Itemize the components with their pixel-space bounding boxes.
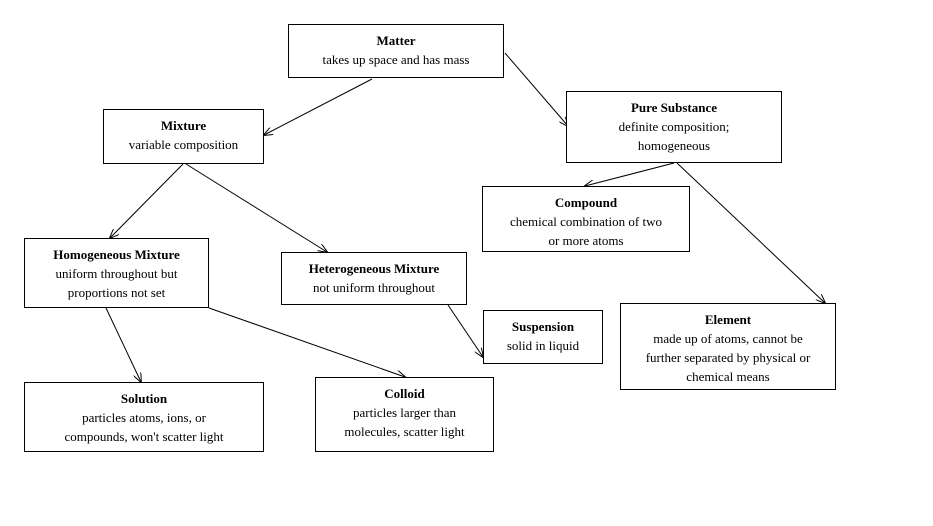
edge-pure-compound	[585, 162, 675, 186]
solution-description-line2: compounds, won't scatter light	[64, 429, 224, 444]
homogeneous-mixture-description-line1: uniform throughout but	[55, 266, 178, 281]
colloid-description-line2: molecules, scatter light	[344, 424, 465, 439]
suspension-node: Suspension solid in liquid	[483, 310, 603, 364]
mixture-node: Mixture variable composition	[103, 109, 264, 164]
colloid-title: Colloid	[384, 386, 425, 401]
solution-node: Solution particles atoms, ions, or compo…	[24, 382, 264, 452]
colloid-node: Colloid particles larger than molecules,…	[315, 377, 494, 452]
edge-homogeneous-colloid	[208, 307, 405, 377]
heterogeneous-mixture-title: Heterogeneous Mixture	[308, 261, 440, 276]
edge-heterogeneous-suspension	[447, 304, 483, 357]
compound-title: Compound	[554, 195, 618, 210]
mixture-title: Mixture	[160, 118, 207, 133]
edge-homogeneous-solution	[105, 307, 141, 382]
mixture-description: variable composition	[128, 137, 239, 152]
edge-mixture-heterogeneous	[185, 163, 327, 252]
solution-title: Solution	[120, 391, 168, 406]
homogeneous-mixture-title: Homogeneous Mixture	[53, 247, 180, 262]
pure-substance-description-line1: definite composition;	[618, 119, 730, 134]
heterogeneous-mixture-node: Heterogeneous Mixture not uniform throug…	[281, 252, 467, 305]
pure-substance-node: Pure Substance definite composition; hom…	[566, 91, 782, 163]
element-description-line3: chemical means	[686, 369, 770, 384]
element-description-line1: made up of atoms, cannot be	[653, 331, 803, 346]
suspension-description: solid in liquid	[506, 338, 580, 353]
edge-pure-element	[676, 162, 825, 303]
homogeneous-mixture-node: Homogeneous Mixture uniform throughout b…	[24, 238, 209, 308]
solution-description-line1: particles atoms, ions, or	[82, 410, 206, 425]
compound-description-line2: or more atoms	[548, 233, 624, 248]
element-title: Element	[704, 312, 752, 327]
pure-substance-description-line2: homogeneous	[637, 138, 711, 153]
edge-matter-pure-substance	[504, 52, 568, 126]
compound-node: Compound chemical combination of two or …	[482, 186, 690, 252]
element-node: Element made up of atoms, cannot be furt…	[620, 303, 836, 390]
compound-description-line1: chemical combination of two	[510, 214, 662, 229]
matter-title: Matter	[376, 33, 416, 48]
colloid-description-line1: particles larger than	[353, 405, 456, 420]
edge-mixture-homogeneous	[110, 163, 184, 238]
suspension-title: Suspension	[511, 319, 575, 334]
edge-matter-mixture	[264, 78, 373, 135]
heterogeneous-mixture-description: not uniform throughout	[312, 280, 436, 295]
homogeneous-mixture-description-line2: proportions not set	[67, 285, 166, 300]
pure-substance-title: Pure Substance	[630, 100, 718, 115]
element-description-line2: further separated by physical or	[645, 350, 811, 365]
matter-node: Matter takes up space and has mass	[288, 24, 504, 78]
matter-description: takes up space and has mass	[322, 52, 470, 67]
